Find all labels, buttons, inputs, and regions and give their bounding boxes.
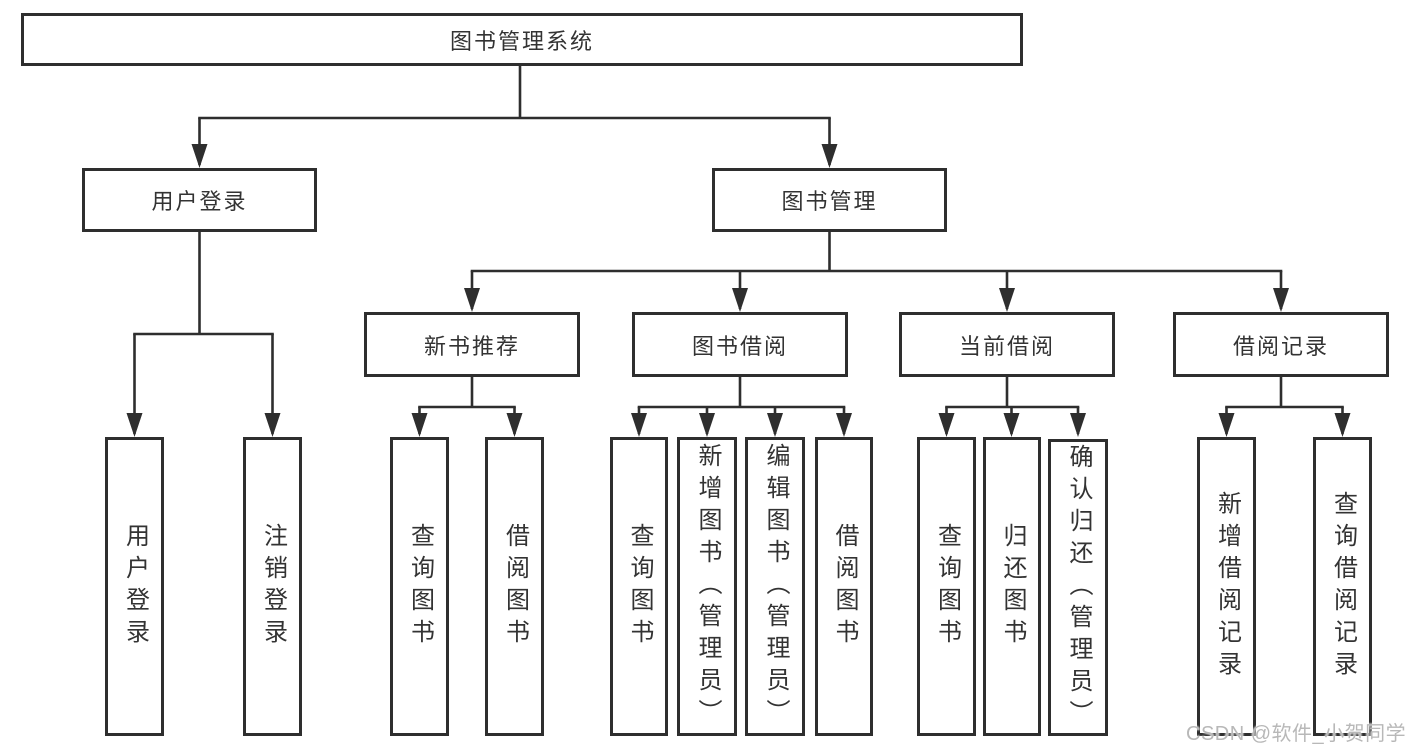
node-user-login: 用户登录 xyxy=(82,168,317,232)
leaf-label: 新增图书（管理员） xyxy=(694,442,721,731)
csdn-watermark: CSDN @软件_小贺同学 xyxy=(1186,723,1405,745)
node-label: 当前借阅 xyxy=(958,333,1055,359)
node-label: 图书管理 xyxy=(781,189,878,214)
leaf-user-login: 用户登录 xyxy=(105,437,164,736)
leaf-label: 查询图书 xyxy=(626,522,653,651)
node-label: 图书管理系统 xyxy=(449,28,594,54)
leaf-label: 新增借阅记录 xyxy=(1213,490,1241,683)
leaf-borrow-query-books: 查询图书 xyxy=(610,437,668,736)
leaf-label: 借阅图书 xyxy=(501,522,529,651)
leaf-confirm-return-admin: 确认归还（管理员） xyxy=(1048,439,1108,736)
leaf-recommend-borrow-books: 借阅图书 xyxy=(485,437,544,736)
node-new-book-recommendation: 新书推荐 xyxy=(364,312,580,377)
leaf-label: 编辑图书（管理员） xyxy=(762,442,789,731)
node-label: 图书借阅 xyxy=(691,333,788,359)
leaf-query-borrow-record: 查询借阅记录 xyxy=(1313,437,1372,736)
node-borrowing-records: 借阅记录 xyxy=(1173,312,1389,377)
leaf-current-query-books: 查询图书 xyxy=(917,437,976,736)
leaf-label: 确认归还（管理员） xyxy=(1065,443,1092,732)
node-label: 用户登录 xyxy=(151,189,248,214)
leaf-add-borrow-record: 新增借阅记录 xyxy=(1197,437,1256,736)
node-library-system-root: 图书管理系统 xyxy=(21,13,1023,66)
leaf-logout: 注销登录 xyxy=(243,437,302,736)
node-book-borrowing: 图书借阅 xyxy=(632,312,848,377)
leaf-add-books-admin: 新增图书（管理员） xyxy=(677,437,737,736)
leaf-edit-books-admin: 编辑图书（管理员） xyxy=(745,437,805,736)
node-current-borrowing: 当前借阅 xyxy=(899,312,1115,377)
leaf-label: 用户登录 xyxy=(121,522,149,651)
leaf-label: 查询图书 xyxy=(933,522,961,651)
leaf-label: 归还图书 xyxy=(999,522,1026,651)
leaf-return-books: 归还图书 xyxy=(983,437,1041,736)
node-label: 借阅记录 xyxy=(1232,333,1329,359)
leaf-label: 查询借阅记录 xyxy=(1329,490,1357,683)
leaf-recommend-query-books: 查询图书 xyxy=(390,437,449,736)
node-book-management: 图书管理 xyxy=(712,168,947,232)
node-label: 新书推荐 xyxy=(423,333,520,359)
leaf-label: 借阅图书 xyxy=(831,522,858,651)
leaf-label: 注销登录 xyxy=(259,522,287,651)
leaf-borrow-books: 借阅图书 xyxy=(815,437,873,736)
leaf-label: 查询图书 xyxy=(406,522,434,651)
